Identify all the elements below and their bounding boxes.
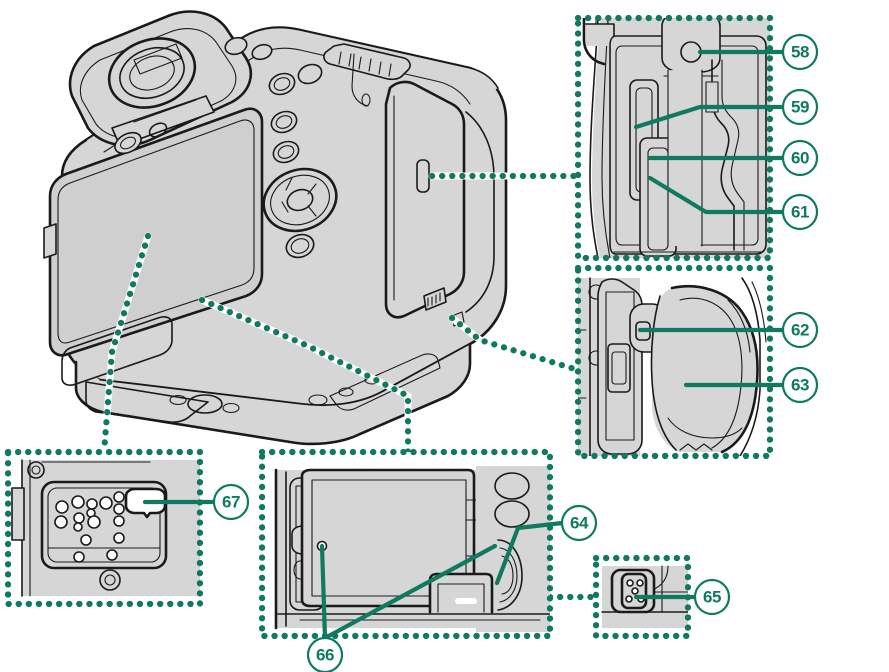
connector-side-port-to-connector-panel [448, 314, 582, 374]
panel-card-slot-detail [578, 18, 770, 258]
panel-battery-bay-detail [262, 452, 550, 636]
leader-59 [633, 104, 785, 130]
callout-badges: 58 59 60 61 62 63 64 65 [212, 33, 819, 672]
four-way-controller [262, 167, 338, 259]
callout-label-59: 59 [791, 98, 809, 117]
leader-66-right [322, 543, 498, 641]
camera-body-illustration [43, 10, 508, 446]
camera-card-door [384, 80, 466, 319]
callout-leader-lines [142, 49, 785, 641]
leader-61 [647, 175, 785, 215]
callout-label-64: 64 [570, 514, 589, 533]
callout-badge-64[interactable]: 64 [560, 504, 598, 542]
callout-badge-62[interactable]: 62 [781, 311, 819, 349]
leader-66-left [319, 543, 328, 641]
callout-badge-67[interactable]: 67 [212, 483, 250, 521]
connector-bottom-to-battery-panel [198, 296, 412, 456]
callout-label-62: 62 [791, 321, 809, 340]
callout-label-66: 66 [316, 646, 334, 665]
panel-battery-contacts-detail [8, 452, 200, 604]
callout-badge-58[interactable]: 58 [781, 33, 819, 71]
panel-connector-detail [578, 268, 770, 456]
callout-label-63: 63 [791, 376, 809, 395]
card-slot-release-button [681, 42, 701, 62]
rear-command-dial [323, 43, 411, 81]
card-slot-2 [640, 138, 676, 256]
viewfinder-eyecup [68, 10, 253, 147]
leader-connector-paths [100, 172, 600, 601]
leader-64 [494, 520, 565, 586]
callout-badge-65[interactable]: 65 [693, 578, 731, 616]
callout-label-67: 67 [222, 493, 240, 512]
camera-bottom-plate [74, 287, 472, 446]
callout-badge-63[interactable]: 63 [781, 366, 819, 404]
callout-badge-60[interactable]: 60 [781, 139, 819, 177]
battery-contact-pins [54, 491, 125, 563]
callout-label-65: 65 [703, 588, 721, 607]
callout-badge-66[interactable]: 66 [306, 636, 344, 672]
callout-badge-59[interactable]: 59 [781, 88, 819, 126]
usb-port [608, 344, 630, 392]
eyepiece-window [109, 38, 195, 108]
callout-badge-61[interactable]: 61 [781, 193, 819, 231]
top-left-dials [114, 122, 168, 155]
callout-label-58: 58 [791, 43, 809, 62]
battery-terminal-cutout [430, 574, 492, 612]
connector-bottom-left-to-contacts-panel [100, 232, 152, 456]
rear-buttons-column [268, 63, 323, 164]
callout-label-61: 61 [791, 203, 809, 222]
callout-label-60: 60 [791, 149, 809, 168]
